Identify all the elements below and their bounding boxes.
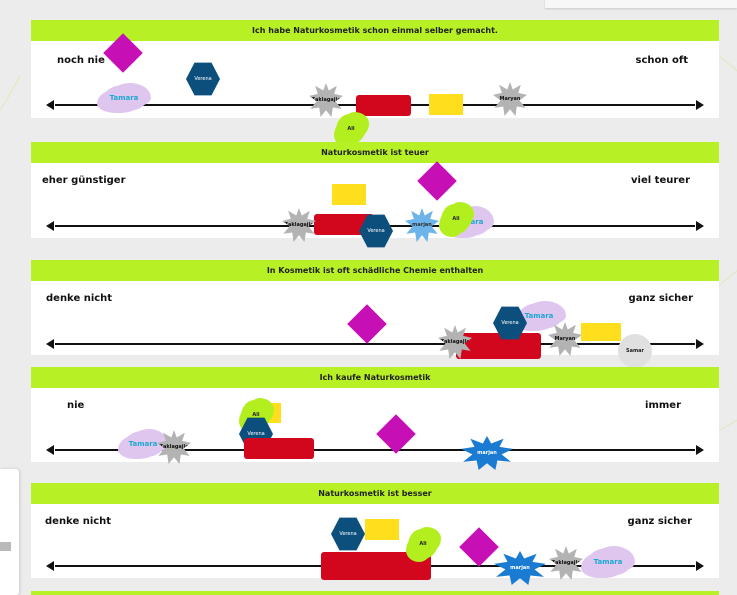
scale-card-4: Ich kaufe Naturkosmetik nie immer Tamara… [31,367,719,470]
card-title: Naturkosmetik ist teuer [31,142,719,163]
side-panel[interactable] [0,469,19,595]
zaklagaile-sticker[interactable]: Zaklagajle [309,83,343,117]
ali-sticker[interactable]: Ali [441,204,471,234]
scale-axis [46,339,704,349]
right-label: immer [645,400,681,411]
marjan-sticker[interactable]: marjan [494,551,546,585]
scale-card-2: Naturkosmetik ist teuer eher günstiger v… [31,142,719,248]
left-label: noch nie [57,55,105,66]
scale-card-5: Naturkosmetik ist besser denke nicht gan… [31,483,719,585]
marjan-sticker[interactable]: Maryan [548,322,582,356]
diamond-sticker[interactable] [417,161,457,201]
ali-sticker[interactable]: Ali [408,529,438,559]
tamara-sticker[interactable]: Tamara [586,548,630,576]
diamond-sticker[interactable] [459,527,499,567]
tamara-sticker[interactable]: Tamara [102,85,146,111]
samar-sticker[interactable]: Samar [618,334,652,368]
background-connector [718,55,737,76]
red-bar-sticker[interactable] [314,214,374,235]
yellow-square-sticker[interactable] [365,519,399,540]
red-bar-sticker[interactable] [244,438,314,459]
background-connector [719,265,737,286]
yellow-square-sticker[interactable] [429,94,463,115]
top-toolbar [545,0,737,8]
tamara-sticker[interactable]: Tamara [123,431,163,457]
scale-card-6-header [31,591,719,595]
card-title: Ich kaufe Naturkosmetik [31,367,719,388]
red-bar-sticker[interactable] [456,333,541,359]
background-connector [719,415,737,431]
left-label: denke nicht [46,293,113,304]
diamond-sticker[interactable] [376,414,416,454]
ali-sticker[interactable]: Ali [336,114,366,144]
background-connector [0,75,21,111]
verena-sticker[interactable]: Verena [186,62,220,96]
scale-axis [46,445,704,455]
card-title: In Kosmetik ist oft schädliche Chemie en… [31,260,719,281]
marjan-sticker[interactable]: Maryan [493,82,527,116]
right-label: viel teurer [631,175,690,186]
zaklagaile-sticker[interactable]: Zaklagajle [549,546,583,580]
right-label: schon oft [635,55,688,66]
diamond-sticker[interactable] [347,304,387,344]
card-title-partial [31,591,719,595]
right-label: ganz sicher [627,516,692,527]
right-label: ganz sicher [628,293,693,304]
marjan-sticker[interactable]: marjan [461,436,513,470]
scale-card-3: In Kosmetik ist oft schädliche Chemie en… [31,260,719,368]
side-panel-handle[interactable] [0,542,11,551]
scale-card-1: Ich habe Naturkosmetik schon einmal selb… [31,20,719,144]
left-label: denke nicht [45,516,112,527]
verena-sticker[interactable]: Verena [331,517,365,551]
left-label: nie [67,400,85,411]
yellow-square-sticker[interactable] [332,184,366,205]
red-bar-sticker[interactable] [356,95,411,116]
red-bar-sticker[interactable] [321,552,431,580]
card-title: Ich habe Naturkosmetik schon einmal selb… [31,20,719,41]
card-title: Naturkosmetik ist besser [31,483,719,504]
left-label: eher günstiger [42,175,126,186]
yellow-square-sticker[interactable] [581,323,621,341]
